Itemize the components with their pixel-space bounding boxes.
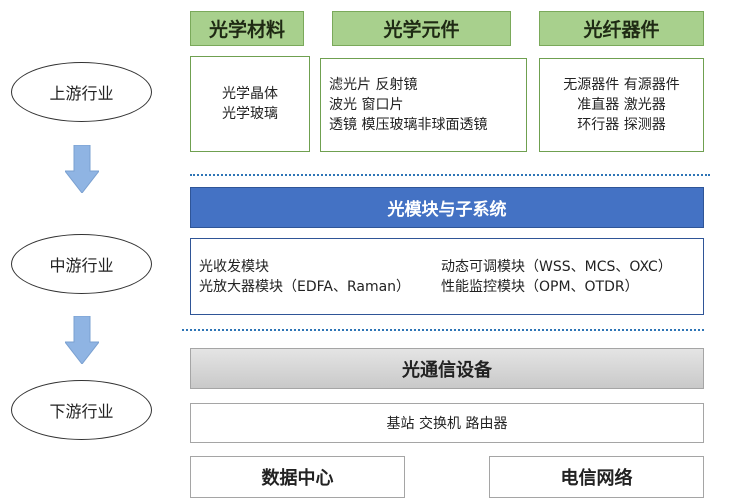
down-arrow-icon xyxy=(65,145,99,193)
tier-upstream: 上游行业 xyxy=(11,62,152,122)
header-fiber-devices: 光纤器件 xyxy=(539,11,704,46)
tier-midstream: 中游行业 xyxy=(11,234,152,294)
tier-downstream-label: 下游行业 xyxy=(49,402,114,421)
header-optical-elements: 光学元件 xyxy=(332,11,511,46)
tier-downstream: 下游行业 xyxy=(11,380,152,440)
module-line: 性能监控模块（OPM、OTDR） xyxy=(441,279,639,295)
box-optical-modules: 光收发模块 光放大器模块（EDFA、Raman） 动态可调模块（WSS、MCS、… xyxy=(190,238,704,315)
separator-dotted xyxy=(182,329,704,331)
header-optical-comm-equipment: 光通信设备 xyxy=(190,348,704,389)
tier-midstream-label: 中游行业 xyxy=(49,256,114,275)
module-line: 动态可调模块（WSS、MCS、OXC） xyxy=(441,259,672,275)
box-optical-elements: 滤光片 反射镜 波光 窗口片 透镜 模压玻璃非球面透镜 xyxy=(320,58,527,152)
modules-right-column: 动态可调模块（WSS、MCS、OXC） 性能监控模块（OPM、OTDR） xyxy=(441,257,672,297)
box-data-center: 数据中心 xyxy=(190,456,405,498)
materials-line: 光学晶体 xyxy=(222,86,278,102)
box-telecom-network: 电信网络 xyxy=(489,456,704,498)
down-arrow-icon xyxy=(65,316,99,364)
separator-dotted xyxy=(190,174,710,176)
fiber-line: 环行器 探测器 xyxy=(577,117,666,133)
module-line: 光放大器模块（EDFA、Raman） xyxy=(199,279,411,295)
header-optical-materials: 光学材料 xyxy=(190,11,304,46)
box-equipment: 基站 交换机 路由器 xyxy=(190,403,704,443)
header-optical-modules: 光模块与子系统 xyxy=(190,187,704,228)
elements-line: 透镜 模压玻璃非球面透镜 xyxy=(329,117,488,133)
elements-line: 波光 窗口片 xyxy=(329,97,404,113)
tier-upstream-label: 上游行业 xyxy=(49,84,114,103)
modules-left-column: 光收发模块 光放大器模块（EDFA、Raman） xyxy=(199,257,410,297)
fiber-line: 无源器件 有源器件 xyxy=(563,77,680,93)
box-optical-materials: 光学晶体 光学玻璃 xyxy=(190,56,310,152)
module-line: 光收发模块 xyxy=(199,259,269,275)
elements-line: 滤光片 反射镜 xyxy=(329,77,418,93)
materials-line: 光学玻璃 xyxy=(222,106,278,122)
box-fiber-devices: 无源器件 有源器件 准直器 激光器 环行器 探测器 xyxy=(539,58,704,152)
fiber-line: 准直器 激光器 xyxy=(577,97,666,113)
